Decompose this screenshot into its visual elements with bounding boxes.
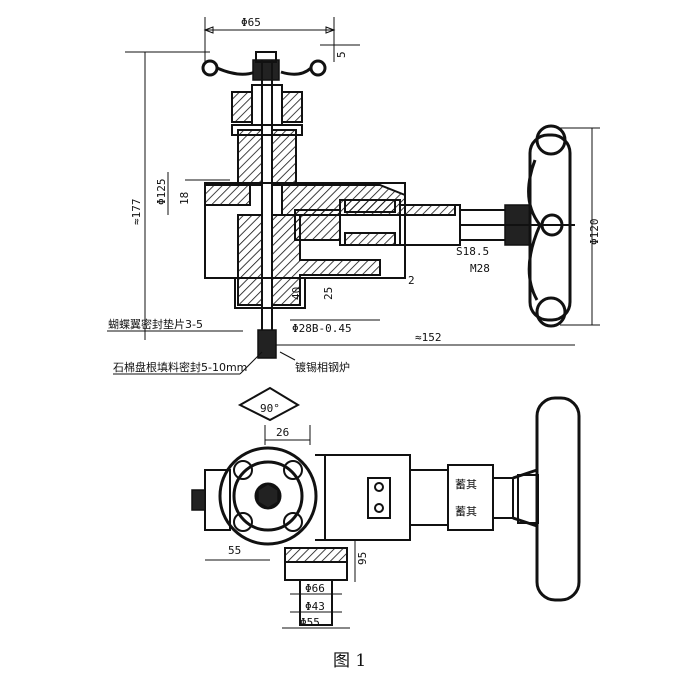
dim-d125: Φ125 [155, 179, 168, 206]
dim-ang90: 90° [260, 402, 280, 415]
note-gasket: 石棉盘根填料密封5-10mm [113, 360, 247, 374]
side-handwheel: Φ120 [527, 124, 601, 328]
dim-m28: M28 [470, 262, 490, 275]
dim-n55: 55 [228, 544, 241, 557]
plan-lower-dimensions: 55 95 Φ66 Φ43 Φ55 [205, 540, 369, 629]
annotation-notes: 蝴蝶翼密封垫片3-5 石棉盘根填料密封5-10mm 镀锡相钢炉 90° [107, 317, 350, 422]
dim-len152: ≈152 [415, 331, 442, 344]
figure-caption: 图 1 [333, 651, 366, 671]
note-packing: 蝴蝶翼密封垫片3-5 [108, 317, 203, 331]
note-weld: 镀锡相钢炉 [295, 360, 350, 374]
dim-h177: ≈177 [130, 199, 143, 226]
bottom-plan-view: 26 蓄其 蓄其 [191, 396, 581, 629]
handwheel-top [201, 51, 327, 81]
dim-d120: Φ120 [588, 219, 601, 246]
dim-s18: S18.5 [456, 245, 489, 258]
dim-n95: 95 [356, 552, 369, 565]
thread-label-2: 蓄其 [455, 505, 477, 518]
dim-n40: 40 [290, 287, 303, 300]
valve-body-section [204, 182, 575, 309]
handwheel-dimension: Φ65 5 [203, 16, 360, 62]
dim-n2: 2 [408, 274, 415, 287]
dim-n26: 26 [276, 426, 289, 439]
plan-dimensions: 26 [264, 425, 311, 445]
lower-dimensions: S18.5 M28 40 25 2 Φ28B-0.45 ≈152 [262, 245, 575, 346]
dim-d28b: Φ28B-0.45 [292, 322, 352, 335]
dim-d18: 18 [178, 192, 191, 205]
top-section-view: Φ65 5 [107, 16, 601, 422]
plan-handwheel [218, 446, 318, 546]
dim-w43: Φ43 [305, 600, 325, 613]
dim-w66: Φ66 [305, 582, 325, 595]
left-dimensions: ≈177 Φ125 18 [125, 51, 230, 340]
dim-d65: Φ65 [241, 16, 261, 29]
thread-label-1: 蓄其 [455, 478, 477, 491]
dim-n25: 25 [322, 287, 335, 300]
dim-h5: 5 [335, 51, 348, 58]
plan-body: 蓄其 蓄其 [191, 396, 581, 602]
dim-w55: Φ55 [300, 616, 320, 629]
